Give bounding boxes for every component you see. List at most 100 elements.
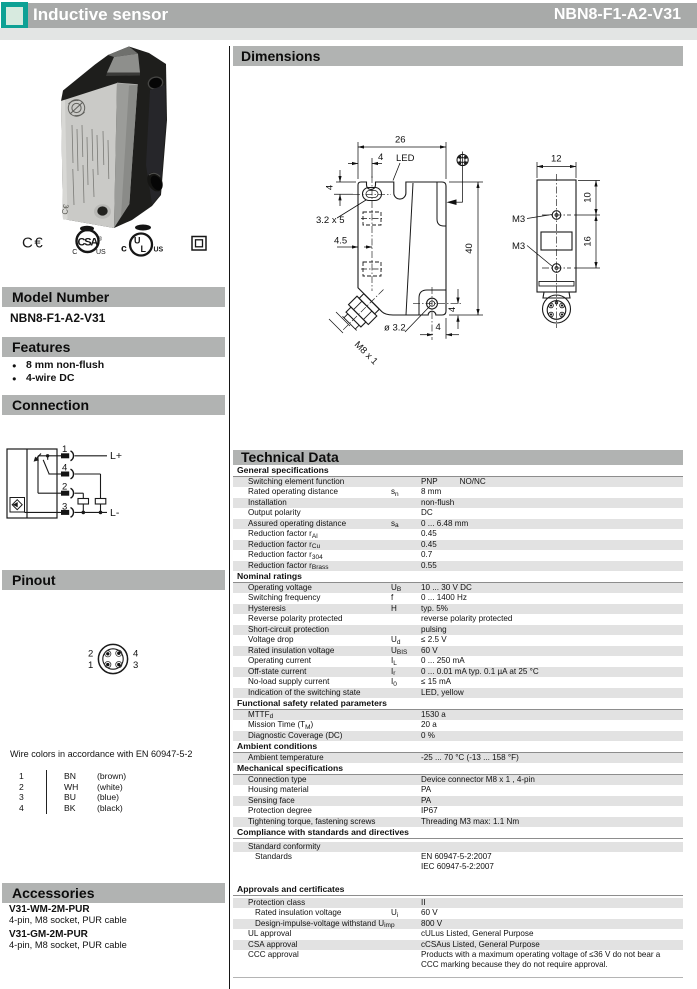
row-label: CCC approval (248, 950, 299, 959)
wire-code: WH (64, 781, 79, 792)
row-label: Reduction factor rCu (248, 539, 321, 550)
section-model-number: Model Number (2, 287, 225, 307)
table-section-header: Mechanical specifications (233, 763, 683, 775)
row-value: Device connector M8 x 1 , 4-pin (421, 774, 535, 784)
row-label: Indication of the switching state (248, 687, 361, 697)
row-symbol: IL (391, 656, 397, 667)
terminal-1: 1 (62, 444, 67, 455)
row-label: Installation (248, 497, 287, 507)
row-value: typ. 5% (421, 603, 448, 613)
row-label: Rated insulation voltage (255, 908, 342, 917)
bullet-icon: ● (12, 361, 17, 370)
wire-pin: 4 (19, 802, 24, 813)
section-accessories: Accessories (2, 883, 225, 903)
dim-4-top: 4 (378, 152, 383, 163)
row-label: Output polarity (248, 508, 301, 517)
row-value: 0 ... 6.48 mm (421, 518, 469, 528)
terminal-2: 2 (62, 482, 67, 493)
row-value: 20 a (421, 720, 437, 729)
accessory-model: V31-WM-2M-PUR (9, 904, 90, 915)
row-label: Standards (255, 852, 292, 861)
header-underband (0, 28, 697, 40)
dim-4-left: 4 (325, 185, 336, 190)
row-label: Rated insulation voltage (248, 645, 335, 655)
accessory-desc: 4-pin, M8 socket, PUR cable (9, 915, 127, 925)
table-section-header: Functional safety related parameters (233, 698, 683, 710)
row-value: 0.45 (421, 539, 437, 549)
row-label: Off-state current (248, 666, 307, 676)
row-label: Reduction factor rAl (248, 529, 318, 540)
dim-m3-bottom: M3 (512, 241, 525, 252)
bottom-rule (233, 977, 683, 978)
table-section-header: Compliance with standards and directives (233, 827, 683, 839)
product-photo: C€ (60, 46, 167, 232)
row-value: 10 ... 30 V DC (421, 582, 472, 592)
row-label: Reverse polarity protected (248, 614, 343, 623)
row-label: No-load supply current (248, 677, 330, 686)
table-row: Reduction factor rCu 0.45 (233, 539, 683, 550)
row-value: 800 V (421, 918, 443, 928)
section-features: Features (2, 337, 225, 357)
section-technical-data: Technical Data (233, 450, 683, 465)
row-value: Threading M3 max: 1.1 Nm (421, 816, 520, 826)
table-row: Standard conformity (233, 841, 683, 852)
csa-logo-icon: CSA C US ® (72, 228, 106, 256)
dim-10: 10 (583, 192, 594, 203)
row-label: Housing material (248, 785, 309, 794)
dim-40: 40 (464, 243, 475, 254)
wire-color: (blue) (97, 792, 119, 802)
row-symbol: I0 (391, 677, 397, 688)
wire-code: BN (64, 771, 76, 781)
feature-item: ●4-wire DC (12, 371, 75, 384)
row-value: ≤ 2.5 V (421, 635, 447, 644)
connection-diagram: 1 4 2 3 L+ L- (6, 444, 122, 519)
row-label: Voltage drop (248, 635, 294, 644)
row-label: Assured operating distance (248, 518, 347, 528)
brand-logo-icon (1, 2, 28, 30)
row-value: -25 ... 70 °C (-13 ... 158 °F) (421, 752, 519, 762)
svg-text:US: US (154, 247, 164, 254)
dim-12: 12 (551, 154, 562, 165)
row-symbol: Ir (391, 666, 396, 677)
row-label: Sensing face (248, 795, 295, 805)
row-value: non-flush (421, 497, 455, 507)
wire-colors-note: Wire colors in accordance with EN 60947-… (10, 749, 193, 759)
protection-class-icon (191, 235, 207, 251)
section-connection: Connection (2, 395, 225, 415)
svg-text:CSA: CSA (78, 237, 99, 249)
dim-4-right: 4 (447, 307, 458, 312)
column-divider (229, 46, 230, 989)
table-section-header: Ambient conditions (233, 741, 683, 753)
table-section-header: General specifications (233, 465, 683, 477)
row-label: Diagnostic Coverage (DC) (248, 730, 343, 740)
model-number-value: NBN8-F1-A2-V31 (10, 311, 106, 325)
row-symbol: Ui (391, 908, 399, 919)
pinout-pin-2: 2 (88, 649, 93, 660)
row-symbol: f (391, 593, 394, 602)
row-value: 60 V (421, 908, 438, 917)
row-label: Operating voltage (248, 582, 312, 592)
terminal-4: 4 (62, 463, 67, 474)
dim-slot: 3.2 x 5 (316, 215, 345, 226)
svg-text:US: US (96, 249, 106, 256)
row-value: 0 ... 1400 Hz (421, 593, 467, 602)
